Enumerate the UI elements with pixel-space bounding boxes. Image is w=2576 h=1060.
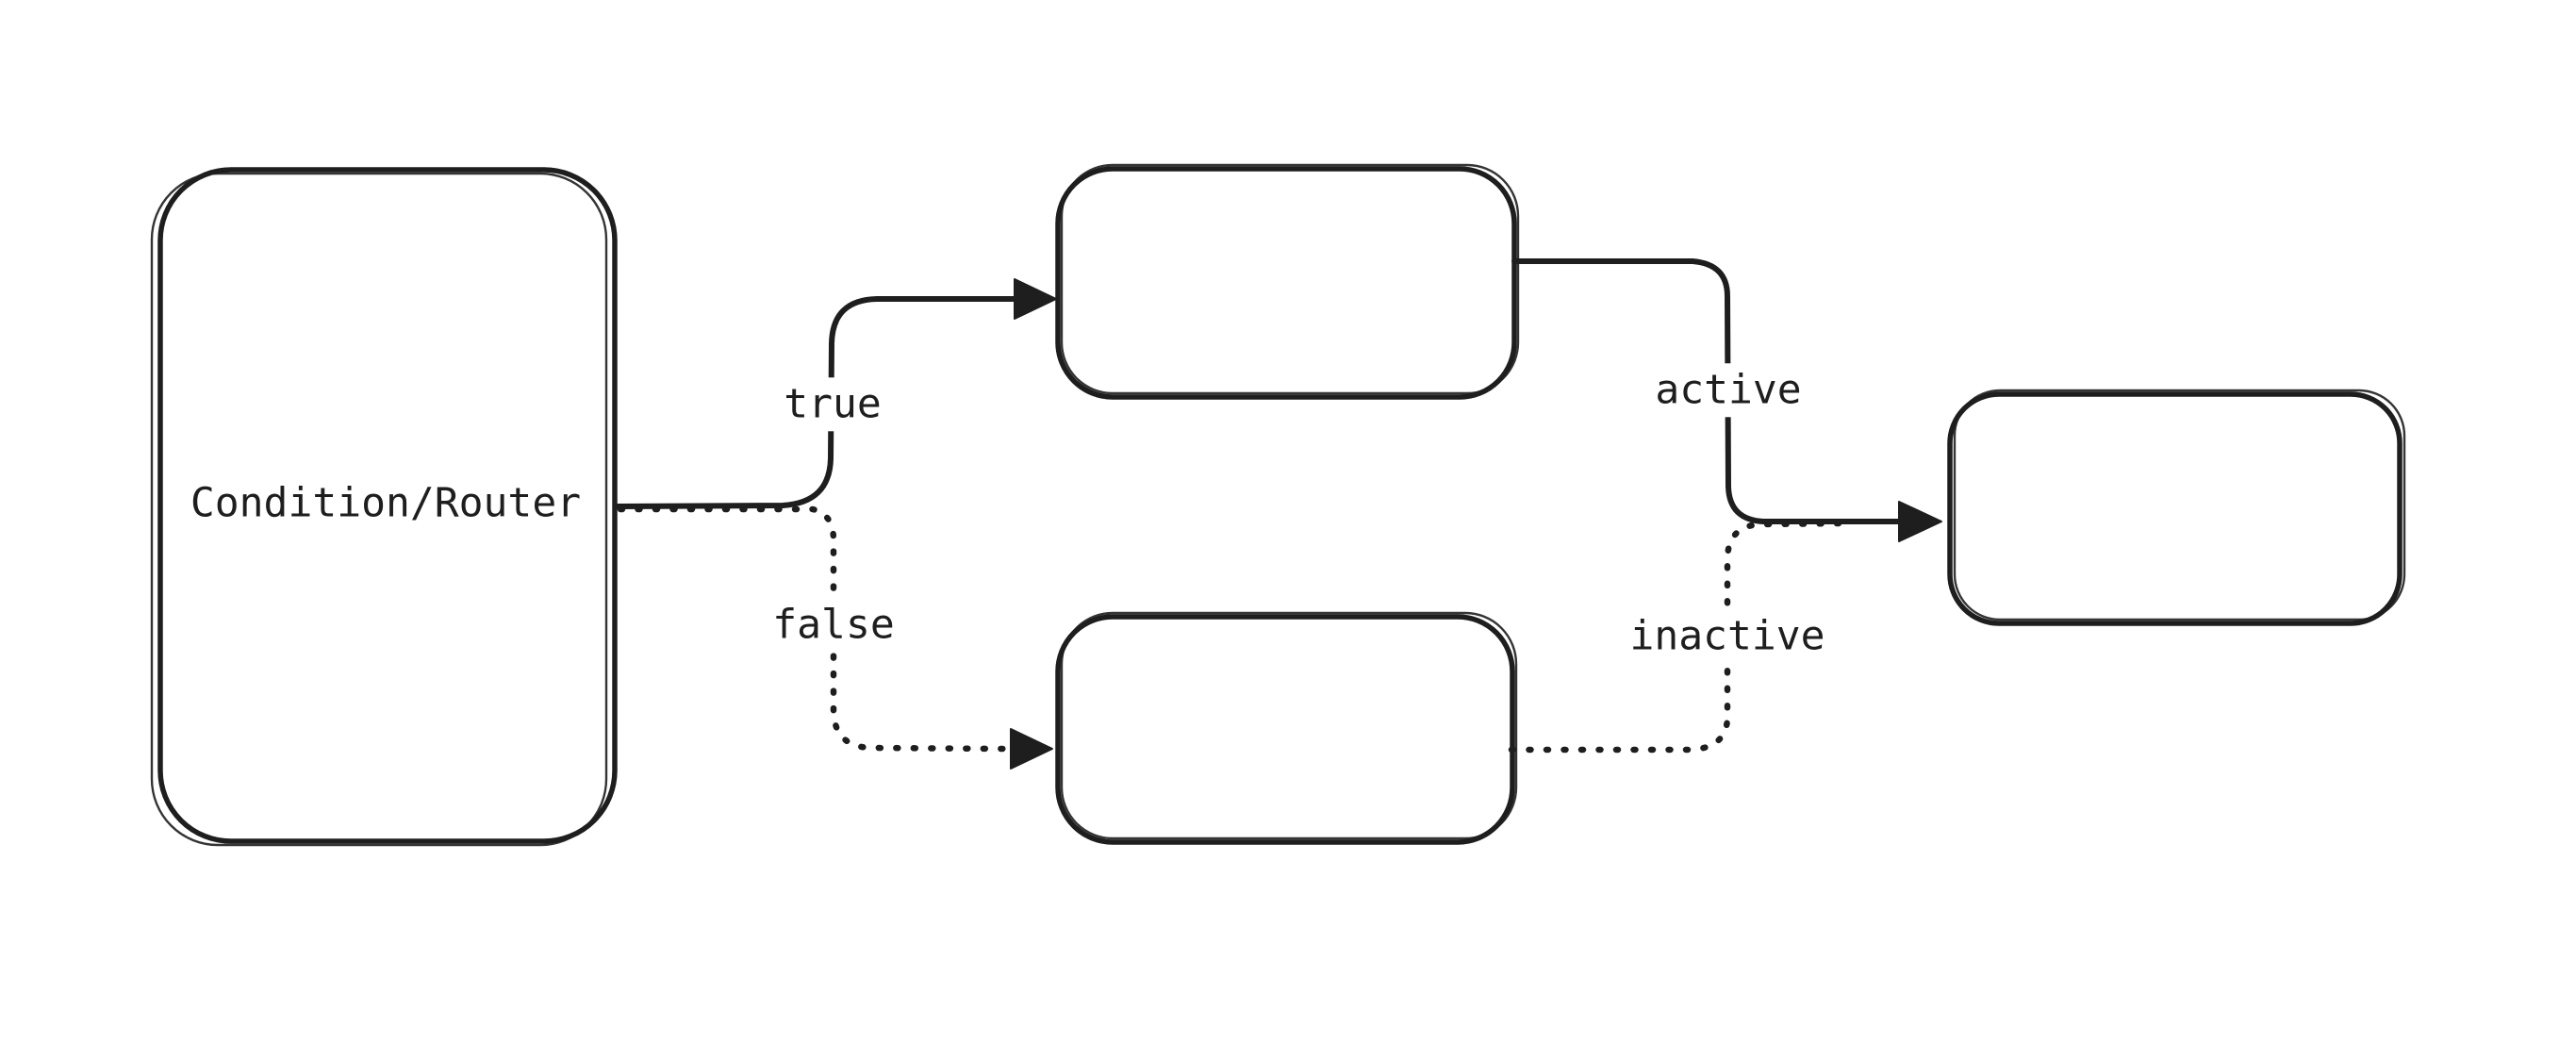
node-output (1947, 389, 2406, 626)
edge-inactive (1508, 520, 1842, 754)
edge-label-inactive: inactive (1622, 609, 1833, 664)
edge-label-active: active (1647, 363, 1809, 418)
node-label-condition-router: Condition/Router (190, 479, 582, 527)
false-arrowhead-icon (1010, 728, 1053, 770)
edge-label-false: false (765, 598, 902, 653)
node-false-branch (1055, 611, 1518, 845)
active-arrowhead-icon (1898, 501, 1942, 542)
edge-label-true: true (776, 377, 889, 432)
node-true-branch (1055, 163, 1520, 400)
true-arrowhead-icon (1014, 278, 1057, 320)
edge-false (617, 505, 1053, 770)
